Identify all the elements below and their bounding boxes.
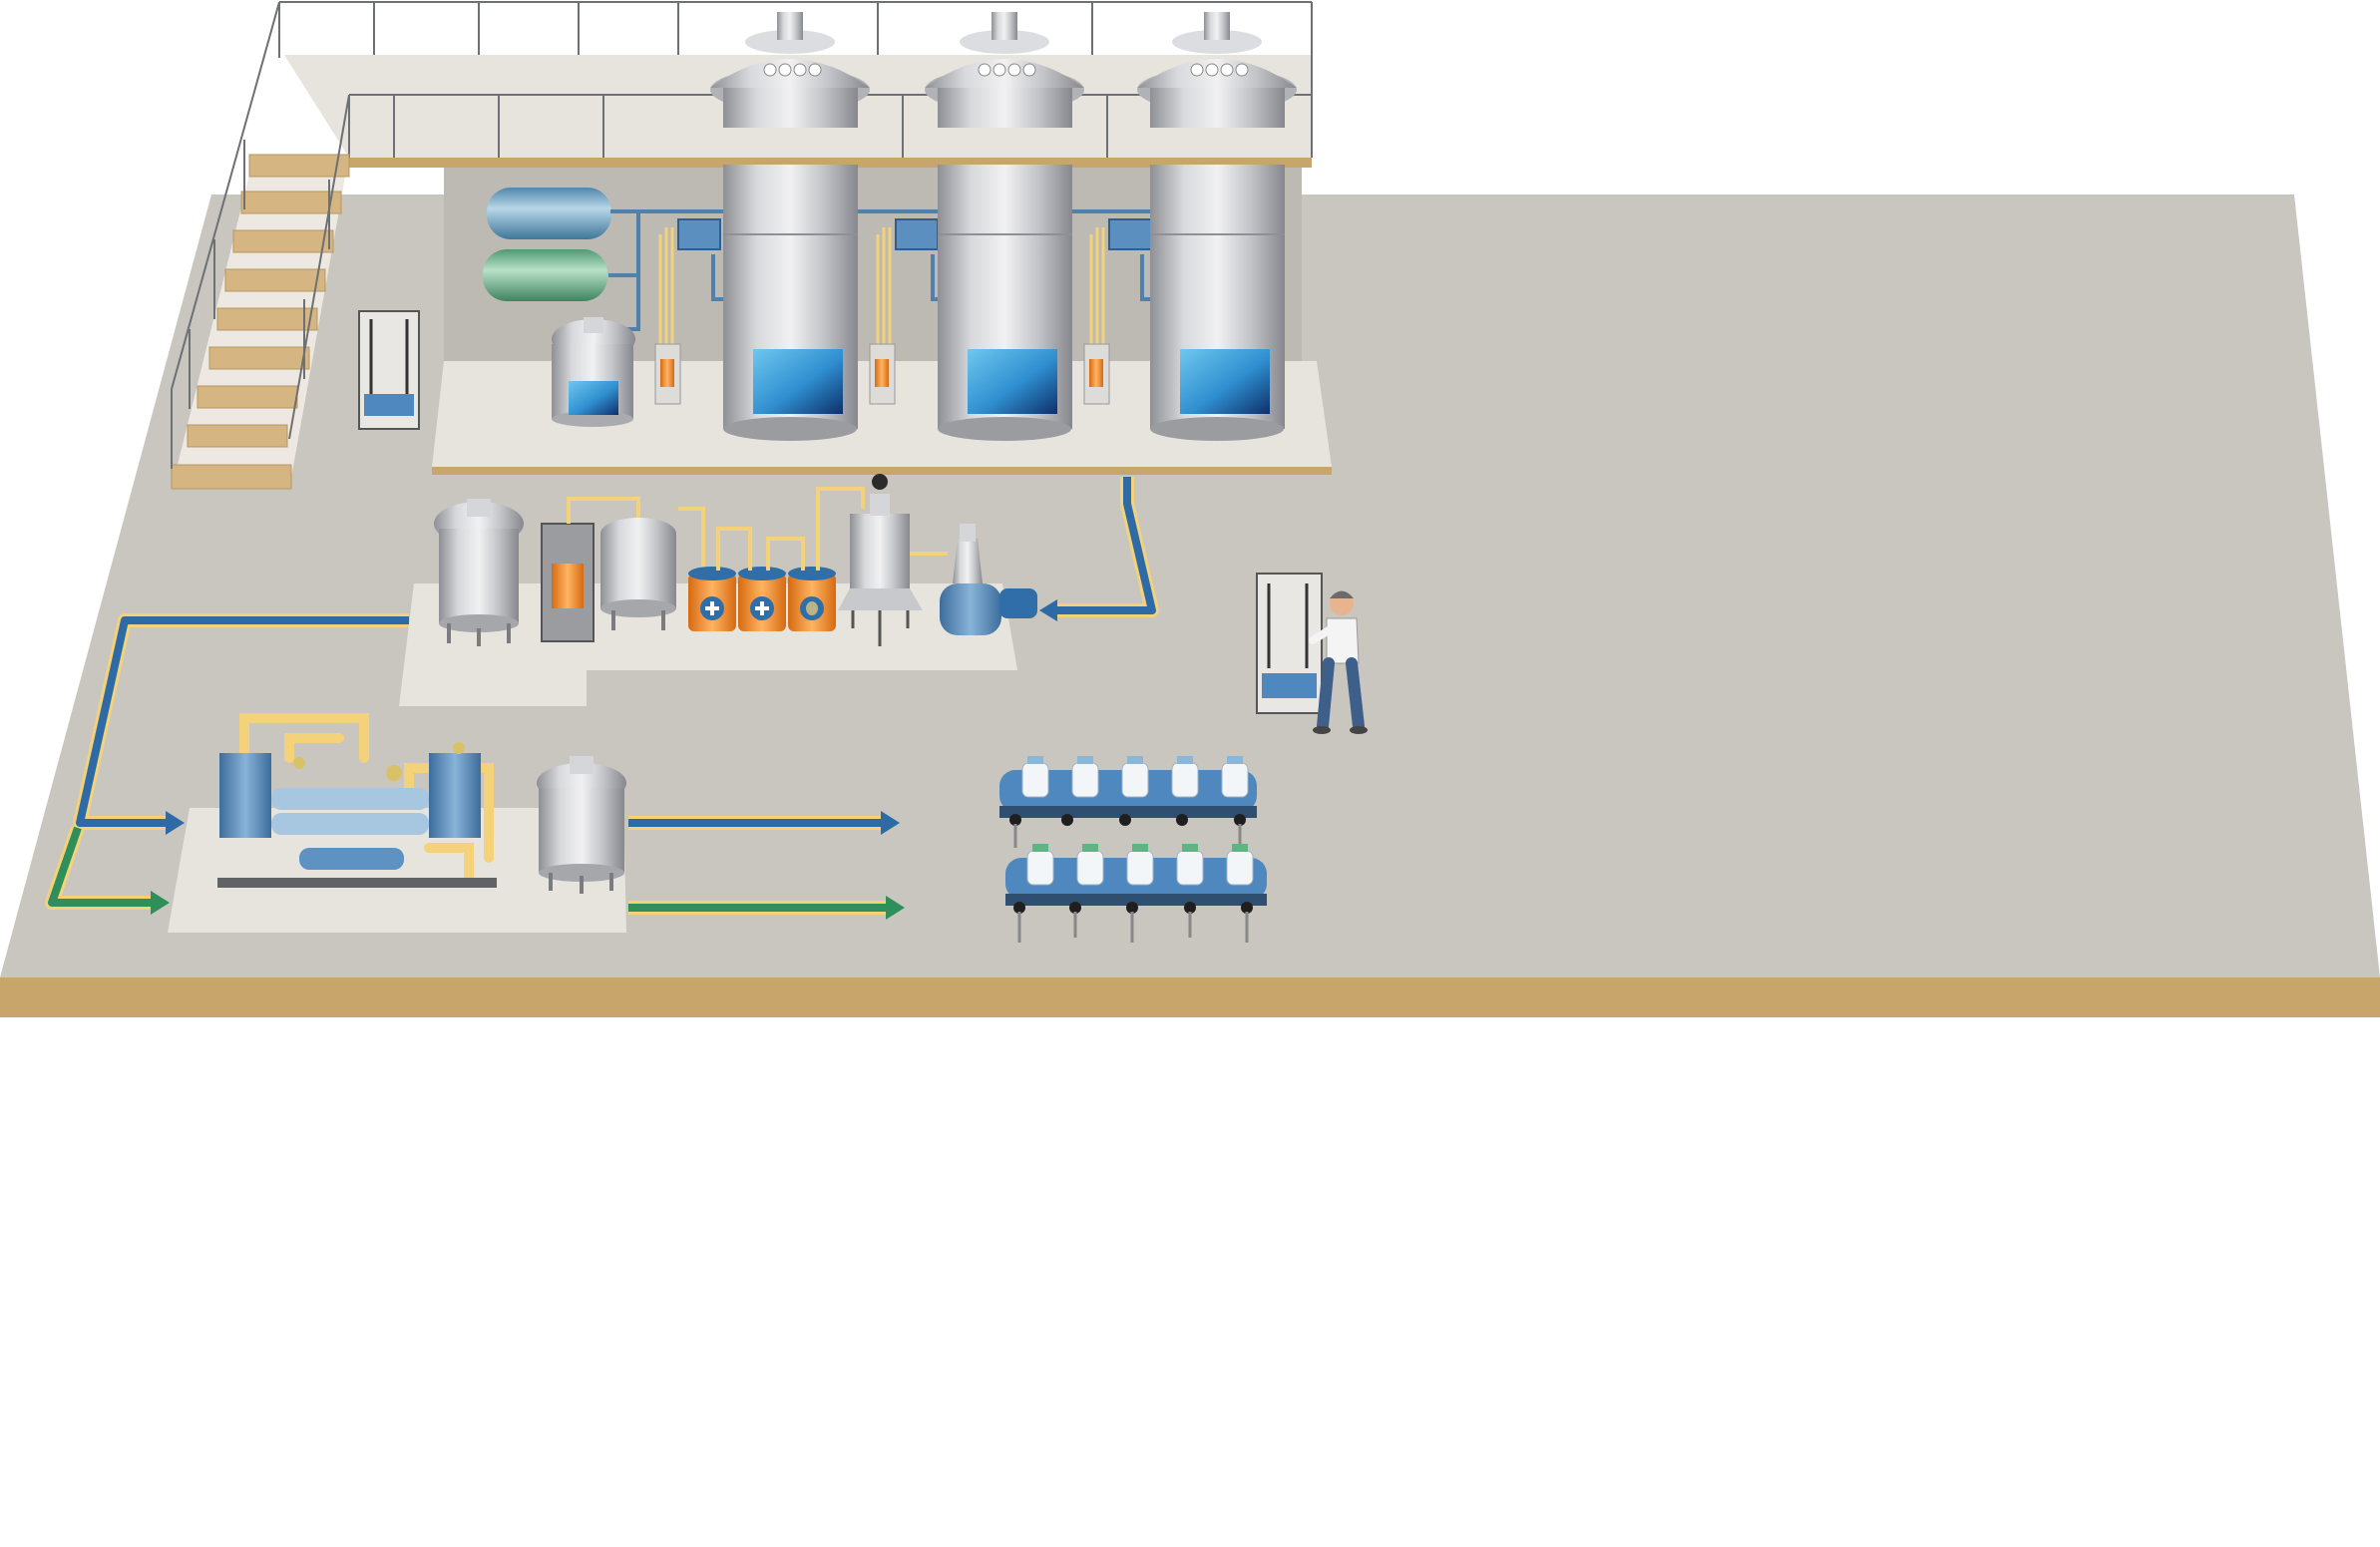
fermenter-3 xyxy=(1137,12,1297,441)
conveyor-line-2 xyxy=(1005,844,1267,943)
seed-tank xyxy=(552,317,635,427)
transfer-pump xyxy=(940,524,1037,635)
control-panel-2 xyxy=(869,218,939,405)
flow-line-fermentation-to-purification xyxy=(1039,477,1159,621)
filter-cartridge-2 xyxy=(738,567,786,631)
staircase xyxy=(171,1,350,490)
bottle-row xyxy=(1026,844,1254,886)
control-cabinet-left xyxy=(358,310,420,430)
cross-icon xyxy=(755,601,769,615)
flow-line-green-branch xyxy=(45,825,170,915)
control-panel-3 xyxy=(1083,218,1152,405)
buffer-tank xyxy=(600,507,705,630)
fermenter-1 xyxy=(710,12,870,441)
flow-line-purification-to-formulation xyxy=(73,613,409,835)
harvest-tank xyxy=(434,499,524,646)
cartridge-piping xyxy=(716,487,948,571)
formulation-platform xyxy=(168,808,626,933)
gas-tank-blue xyxy=(487,188,611,239)
heat-exchanger-skid xyxy=(217,713,497,888)
chromatography-column xyxy=(838,474,923,646)
formulation-tank xyxy=(537,756,626,894)
operator-figure xyxy=(1309,590,1368,734)
flow-line-green-to-filling xyxy=(628,896,905,920)
control-panel-1 xyxy=(654,218,721,405)
gas-tank-green xyxy=(483,249,607,301)
filter-cartridge-1 xyxy=(688,567,736,631)
disc-icon xyxy=(806,601,818,615)
fermenter-2 xyxy=(925,12,1084,441)
conveyor-line-1 xyxy=(999,756,1257,848)
filter-cartridge-3 xyxy=(788,567,836,631)
bottle-row xyxy=(1021,756,1249,798)
cross-icon xyxy=(705,601,719,615)
flow-line-blue-to-filling xyxy=(628,811,900,835)
heater-unit xyxy=(541,497,640,642)
